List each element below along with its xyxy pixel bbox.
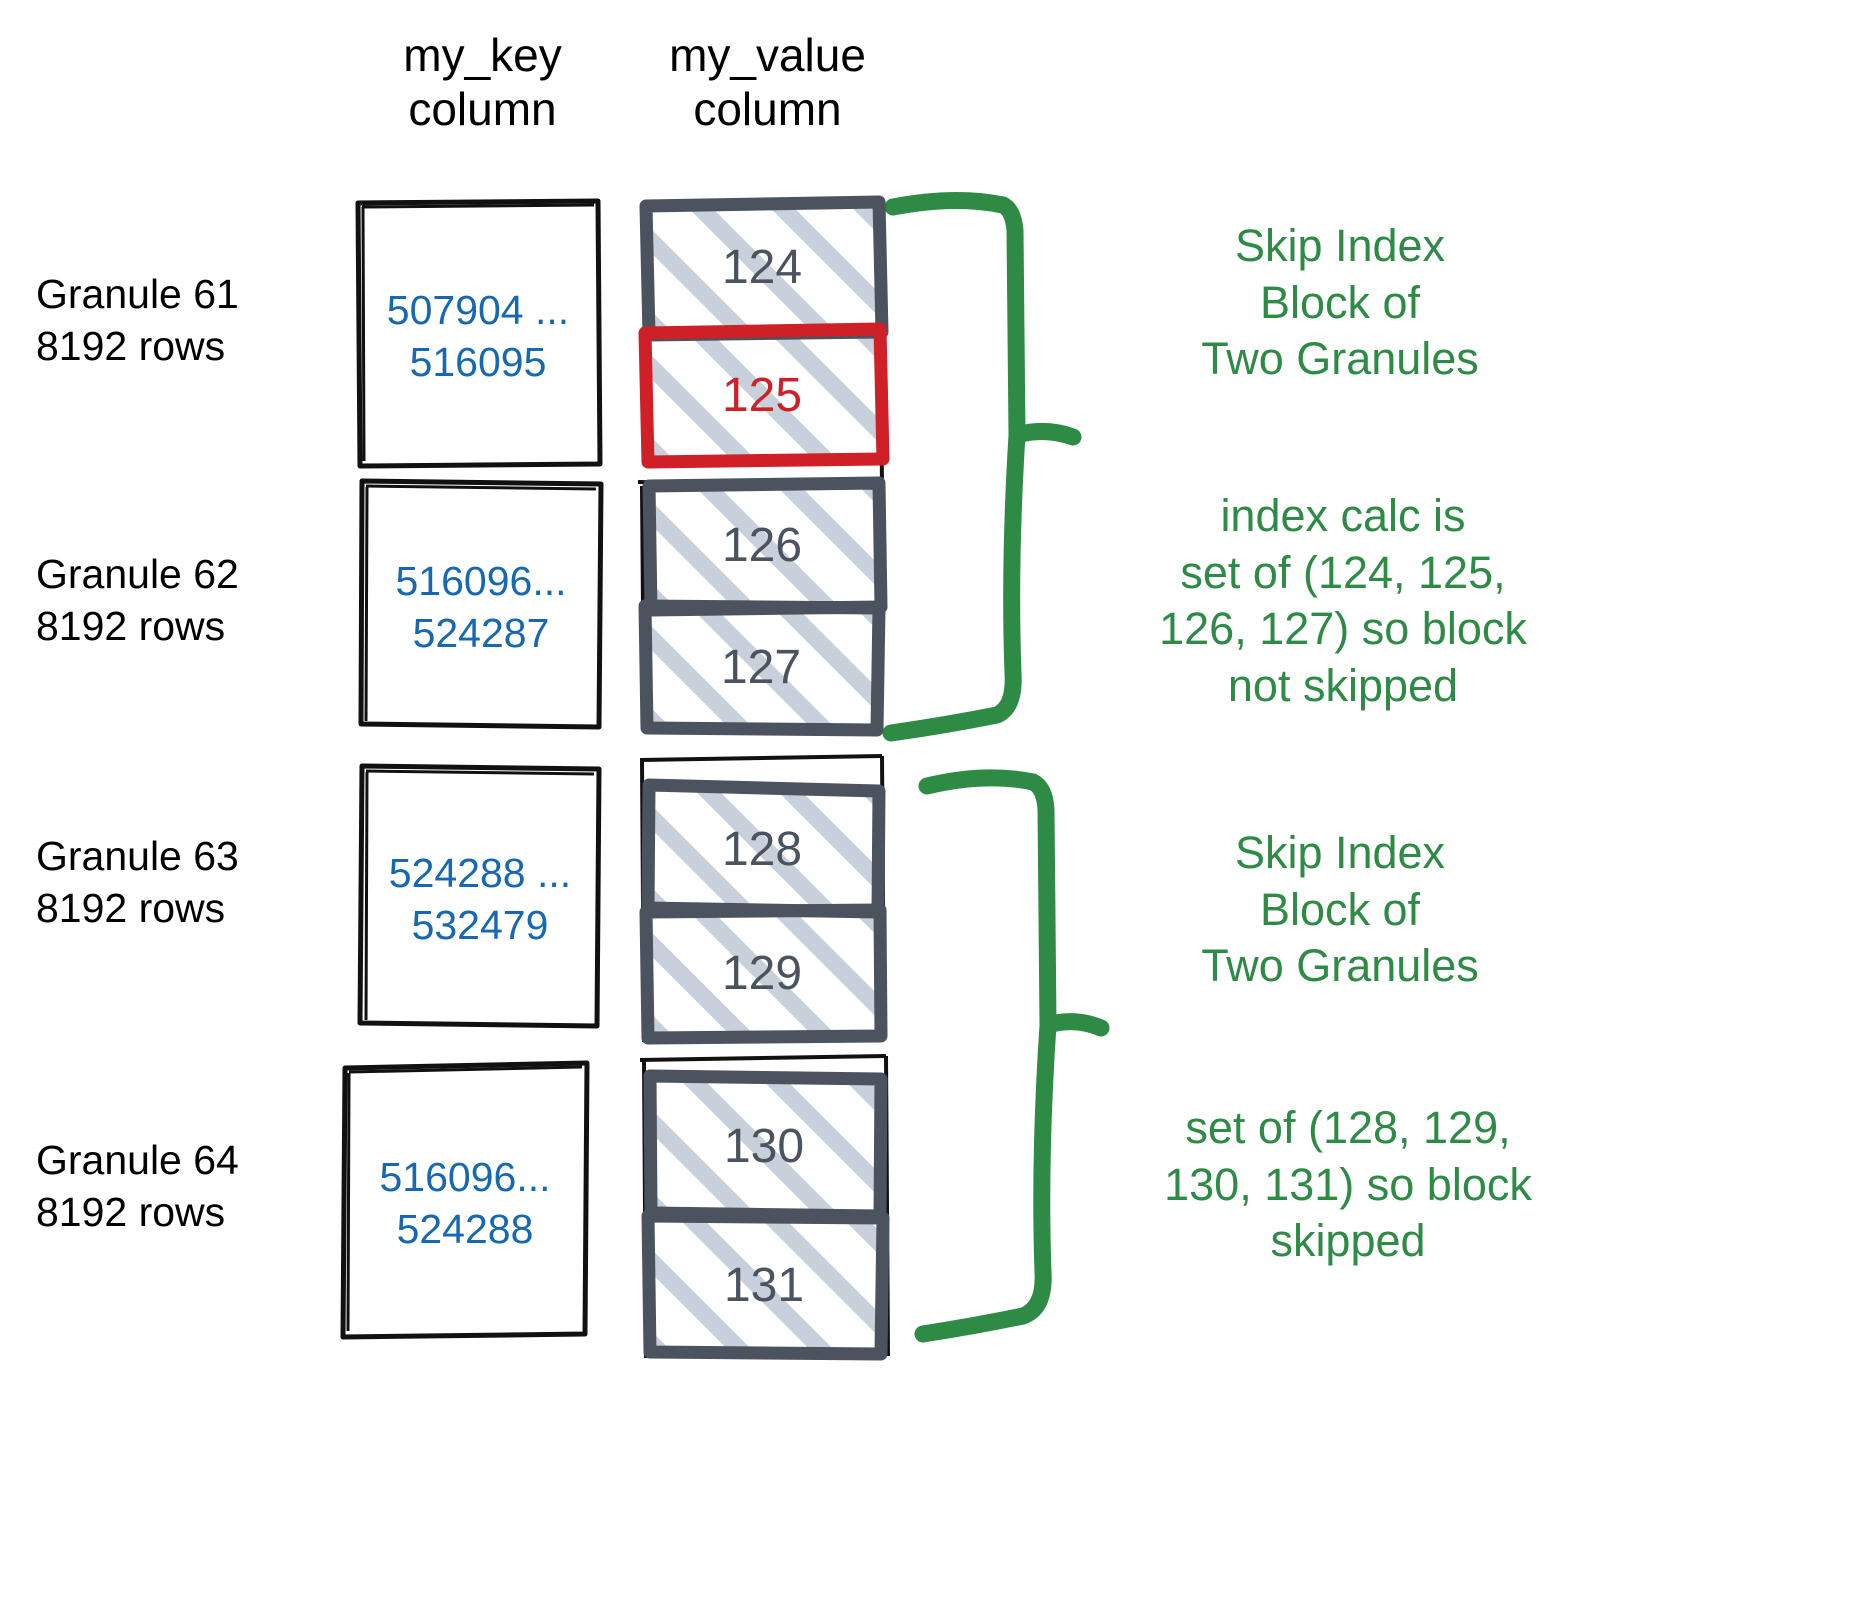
key-box-granule-62: 516096... 524287: [358, 478, 604, 730]
value-box-131: 131: [641, 1209, 890, 1361]
granule-label-61: Granule 61 8192 rows: [36, 271, 239, 370]
value-box-126: 126: [642, 476, 888, 617]
value-label-126: 126: [721, 518, 803, 572]
annotation-skip-index-block-1: Skip Index Block of Two Granules: [1201, 220, 1479, 385]
key-box-granule-64: 516096... 524288: [340, 1060, 590, 1340]
key-box-outline-62: [358, 478, 604, 730]
value-label-124: 124: [721, 241, 803, 294]
granule-label-64: Granule 64 8192 rows: [36, 1137, 239, 1236]
key-box-granule-61: 507904 ... 516095: [355, 198, 603, 469]
granule-label-62: Granule 62 8192 rows: [36, 551, 239, 650]
value-label-131: 131: [723, 1258, 805, 1312]
value-box-127: 127: [638, 599, 886, 737]
value-box-129: 129: [639, 903, 888, 1045]
key-range-61: 507904 ... 516095: [386, 286, 570, 385]
key-range-63: 524288 ... 532479: [388, 849, 572, 948]
value-box-130: 130: [643, 1069, 888, 1223]
value-box-125: 125: [638, 322, 890, 469]
annotation-index-calc-not-skipped: index calc is set of (124, 125, 126, 127…: [1159, 490, 1527, 712]
key-range-62: 516096... 524287: [395, 557, 567, 656]
value-box-128: 128: [641, 778, 886, 919]
granule-label-63: Granule 63 8192 rows: [36, 833, 239, 932]
value-label-125: 125: [721, 368, 803, 422]
green-bracket-block-1: [882, 191, 1082, 742]
my-value-column-header: my_value column: [669, 29, 866, 136]
my-key-column-header: my_key column: [403, 29, 562, 136]
key-box-outline-61: [355, 198, 603, 469]
key-box-granule-63: 524288 ... 532479: [357, 762, 602, 1030]
key-box-outline-63: [357, 763, 602, 1029]
annotation-skip-index-block-2: Skip Index Block of Two Granules: [1201, 827, 1479, 992]
value-label-130: 130: [723, 1119, 805, 1173]
key-box-outline-64: [340, 1060, 590, 1340]
value-label-129: 129: [721, 946, 803, 1000]
value-box-124: 124: [639, 195, 889, 342]
annotation-set-of-skipped: set of (128, 129, 130, 131) so block ski…: [1164, 1102, 1532, 1267]
value-label-127: 127: [720, 640, 802, 694]
value-label-128: 128: [721, 822, 803, 876]
key-range-64: 516096... 524288: [379, 1153, 551, 1252]
